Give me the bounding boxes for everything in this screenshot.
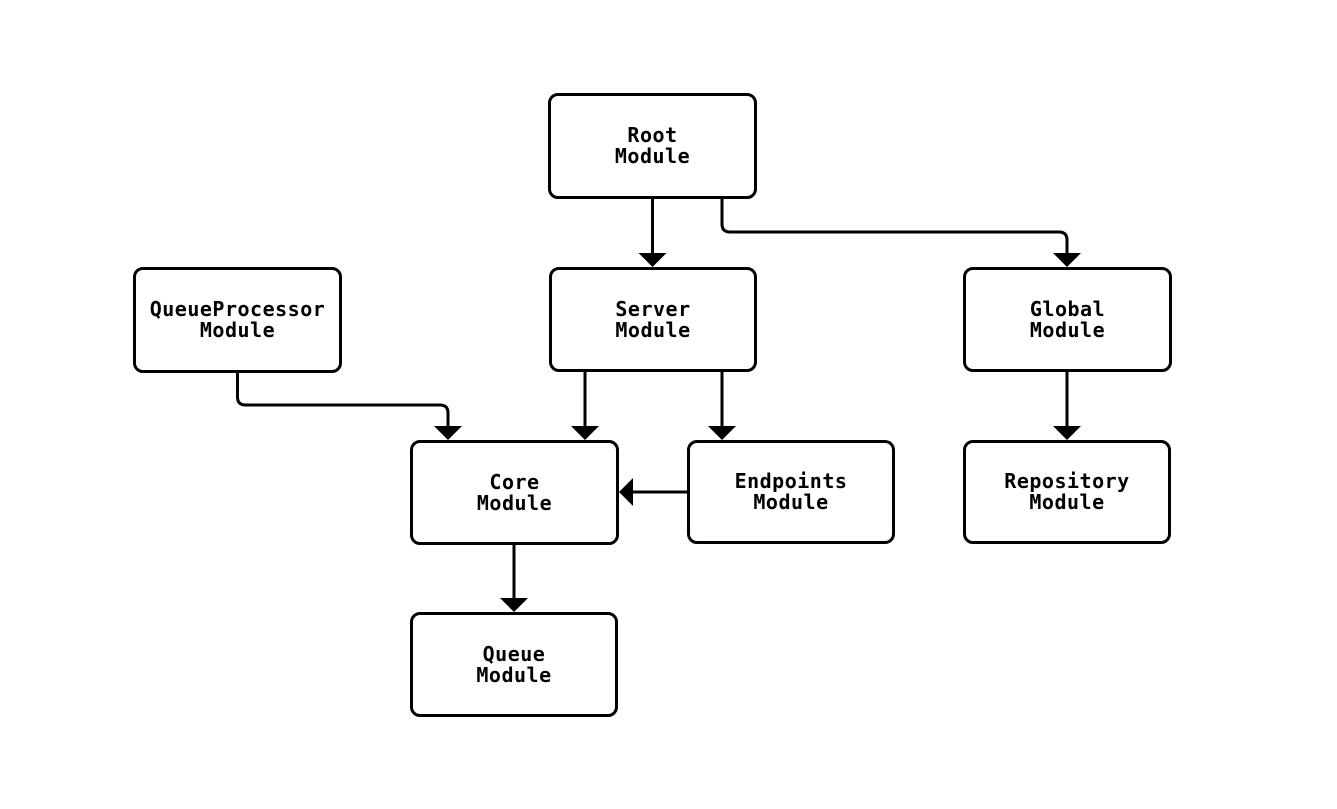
node-queue-module: Queue Module [410, 612, 618, 717]
edge-endpoints-to-core [619, 478, 687, 506]
node-endpoints-module: Endpoints Module [687, 440, 895, 544]
node-global-module-label: Global Module [1029, 296, 1106, 342]
node-server-module-label: Server Module [615, 296, 691, 342]
node-endpoints-module-label: Endpoints Module [734, 469, 848, 514]
node-repository-module-label: Repository Module [1004, 469, 1130, 514]
edge-global-to-repository [1053, 372, 1081, 440]
edge-server-to-core [571, 372, 599, 440]
node-queue-module-label: Queue Module [476, 641, 552, 687]
edge-core-to-queue [500, 545, 528, 612]
node-root-module: Root Module [548, 93, 757, 199]
node-core-module: Core Module [410, 440, 619, 545]
node-server-module: Server Module [549, 267, 757, 372]
node-root-module-label: Root Module [614, 123, 691, 168]
edge-root-to-server [638, 199, 667, 267]
edge-server-to-endpoints [708, 372, 736, 440]
node-global-module: Global Module [963, 267, 1172, 372]
edge-queueprocessor-to-core [236, 373, 462, 440]
node-queueprocessor-module: QueueProcessor Module [133, 267, 342, 373]
edge-root-to-global [720, 199, 1081, 267]
node-core-module-label: Core Module [476, 469, 553, 515]
node-queueprocessor-module-label: QueueProcessor Module [149, 297, 326, 342]
node-repository-module: Repository Module [963, 440, 1171, 544]
